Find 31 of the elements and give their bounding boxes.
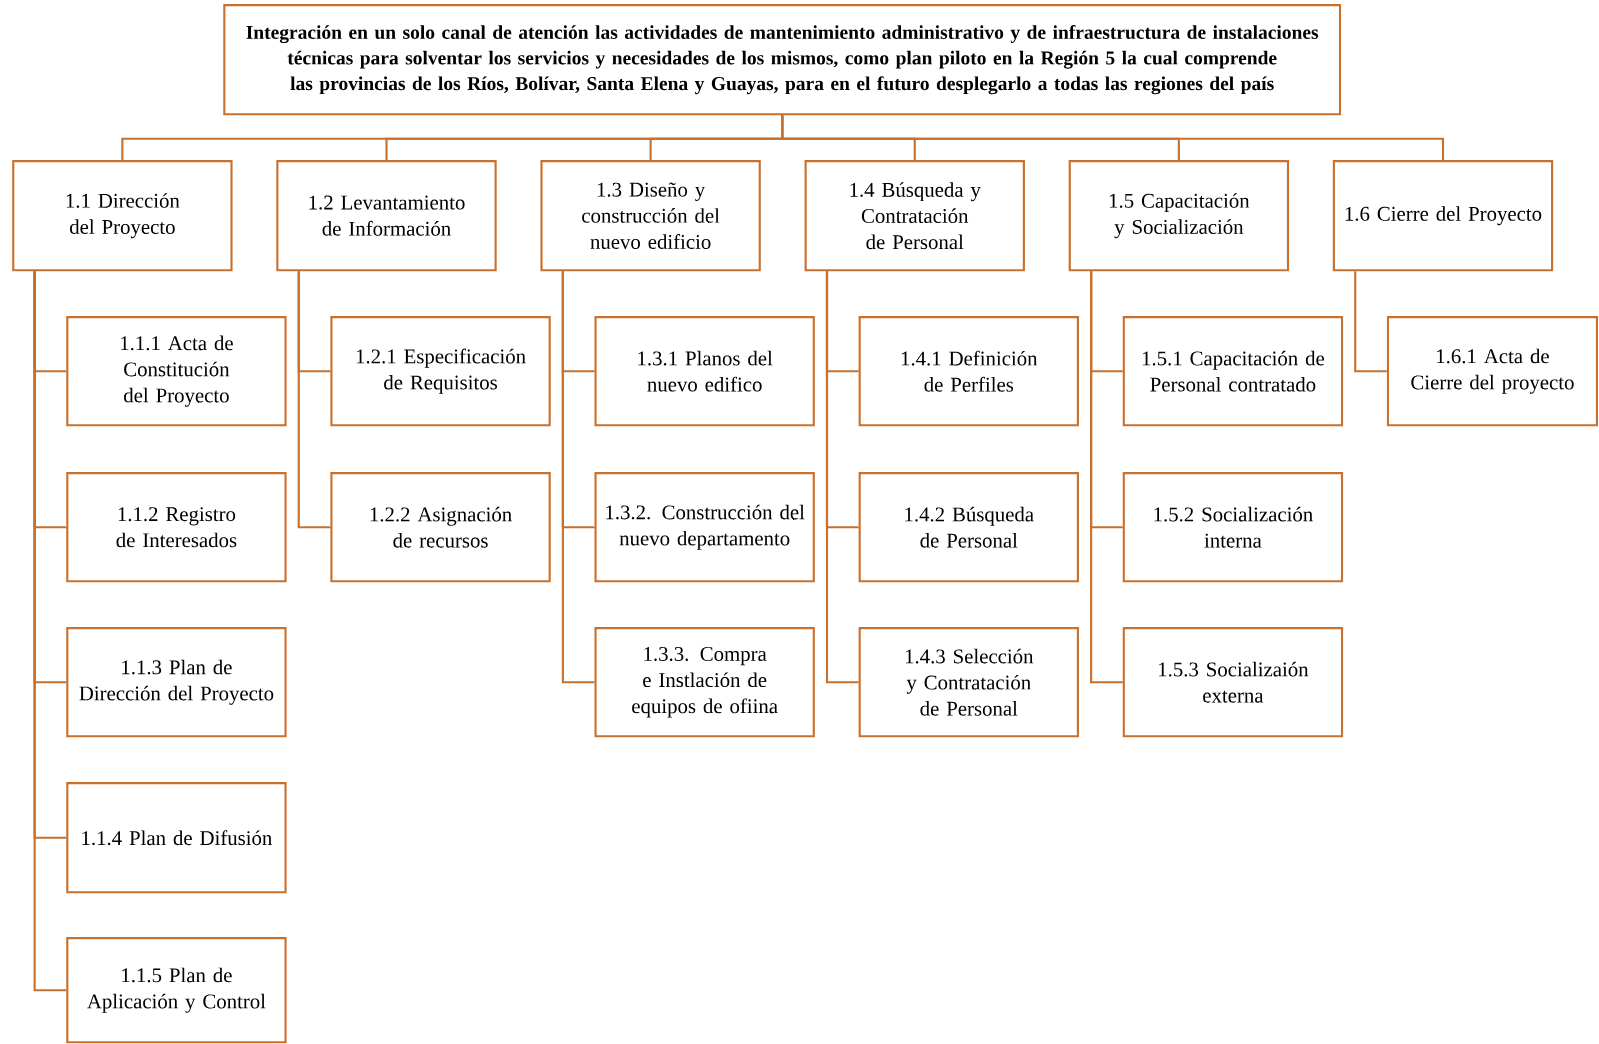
task-box: 1.1.3 Plan de Dirección del Proyecto — [66, 627, 287, 738]
task-box: 1.6.1 Acta de Cierre del proyecto — [1386, 315, 1599, 427]
task-box: 1.4.1 Definición de Perfiles — [858, 315, 1079, 427]
task-box: 1.4.3 Selección y Contratación de Personal — [858, 627, 1079, 738]
title-box: Integración en un solo canal de atención las actividades de mantenimiento administrativo y de infraestructura de instalaciones técnicas para solventar los servicios y necesidades de los mismos, como plan piloto en la Región 5 la cual comprende las provincias de los Ríos, Bolívar, Santa Elena y Guayas, para en el futuro desplegarlo a todas las regiones del país — [223, 3, 1342, 116]
task-box: 1.6 Cierre del Proyecto — [1332, 159, 1554, 272]
task-box: 1.1.1 Acta de Constitución del Proyecto — [66, 315, 287, 427]
connector-line — [781, 115, 1445, 160]
connector-line — [561, 271, 595, 684]
connector-line — [1354, 271, 1387, 373]
task-box: 1.1 Dirección del Proyecto — [12, 159, 233, 272]
task-box: 1.3.2. Construcción del nuevo departamento — [594, 472, 815, 583]
connector-line — [825, 271, 859, 684]
task-box: 1.5.2 Socialización interna — [1122, 472, 1344, 583]
task-box: 1.2 Levantamiento de Información — [276, 159, 497, 272]
task-box: 1.1.4 Plan de Difusión — [66, 782, 287, 894]
task-box: 1.3.3. Compra e Instlación de equipos de ofiina — [594, 627, 815, 738]
task-box: 1.4.2 Búsqueda de Personal — [858, 472, 1079, 583]
task-box: 1.5 Capacitación y Socialización — [1068, 159, 1290, 272]
task-box: 1.2.2 Asignación de recursos — [330, 472, 551, 583]
task-box: 1.5.1 Capacitación de Personal contratado — [1122, 315, 1344, 427]
task-box: 1.4 Búsqueda y Contratación de Personal — [804, 159, 1025, 272]
task-box: 1.5.3 Socializaión externa — [1122, 627, 1344, 738]
connector-line — [33, 271, 67, 992]
connector-line — [297, 271, 331, 529]
task-box: 1.3.1 Planos del nuevo edifico — [594, 315, 815, 427]
task-box: 1.3 Diseño y construcción del nuevo edificio — [540, 159, 761, 272]
connector-line — [1090, 271, 1123, 684]
task-box: 1.2.1 Especificación de Requisitos — [330, 315, 551, 427]
task-box: 1.1.2 Registro de Interesados — [66, 472, 287, 583]
task-box: 1.1.5 Plan de Aplicación y Control — [66, 937, 287, 1044]
